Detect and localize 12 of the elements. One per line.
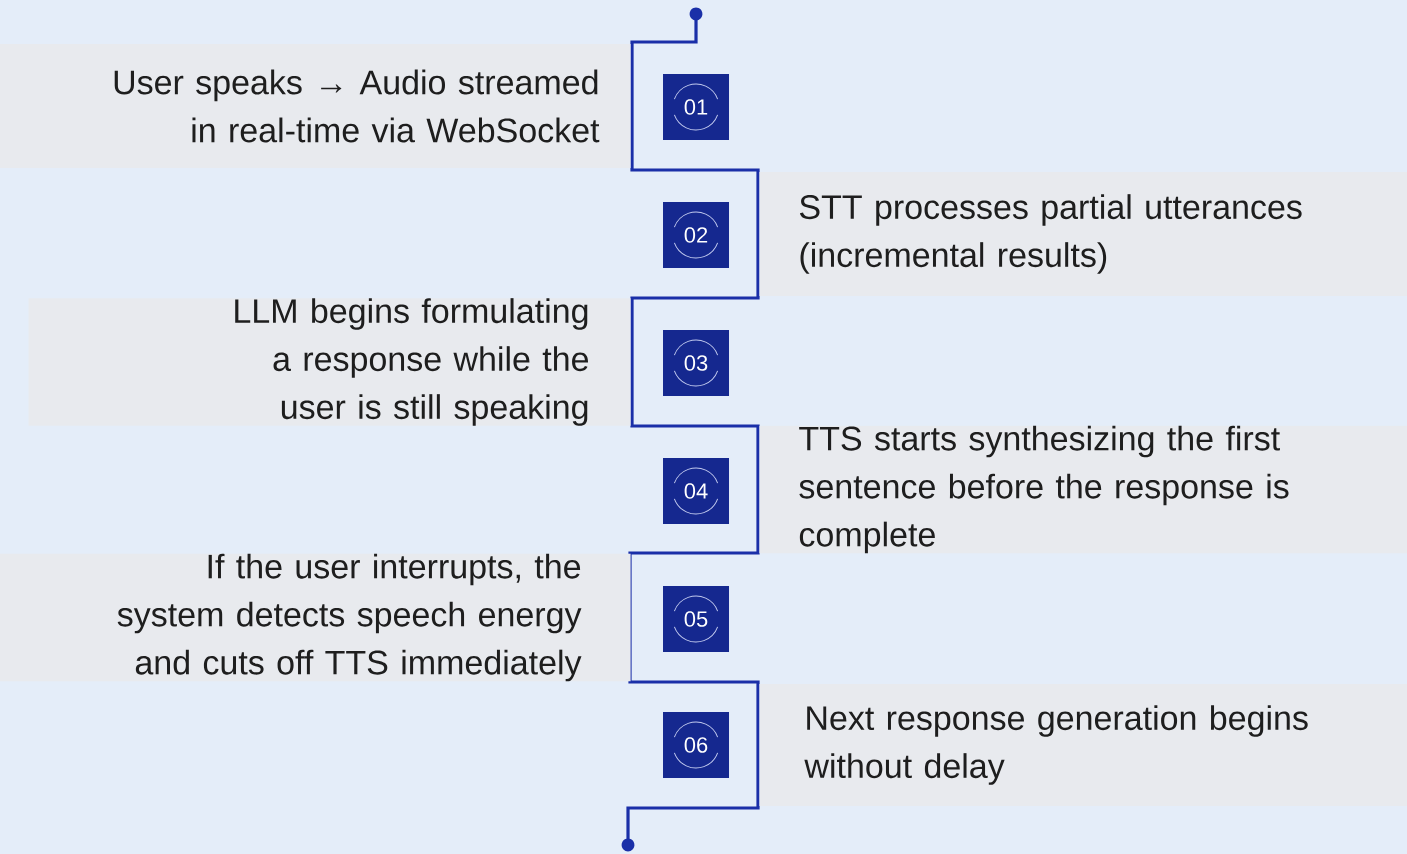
text-panel: User speaks → Audio streamed in real-time via WebSocket — [0, 44, 631, 168]
step-number-box: 04 — [663, 458, 729, 524]
text-panel: If the user interrupts, the system detects speech energy and cuts off TTS immediately — [0, 553, 631, 682]
text-panel: Next response generation begins without delay — [759, 684, 1407, 806]
step-number-box: 03 — [663, 330, 729, 396]
text-panel: LLM begins formulating a response while the user is still speaking — [28, 298, 631, 426]
text-panel: TTS starts synthesizing the first sentence before the response is complete — [759, 425, 1407, 554]
step-number-box: 05 — [663, 586, 729, 652]
text-panel: STT processes partial utterances (incremental results) — [759, 172, 1407, 296]
step-number-box: 01 — [663, 74, 729, 140]
step-number-box: 06 — [663, 712, 729, 778]
step-number-box: 02 — [663, 202, 729, 268]
